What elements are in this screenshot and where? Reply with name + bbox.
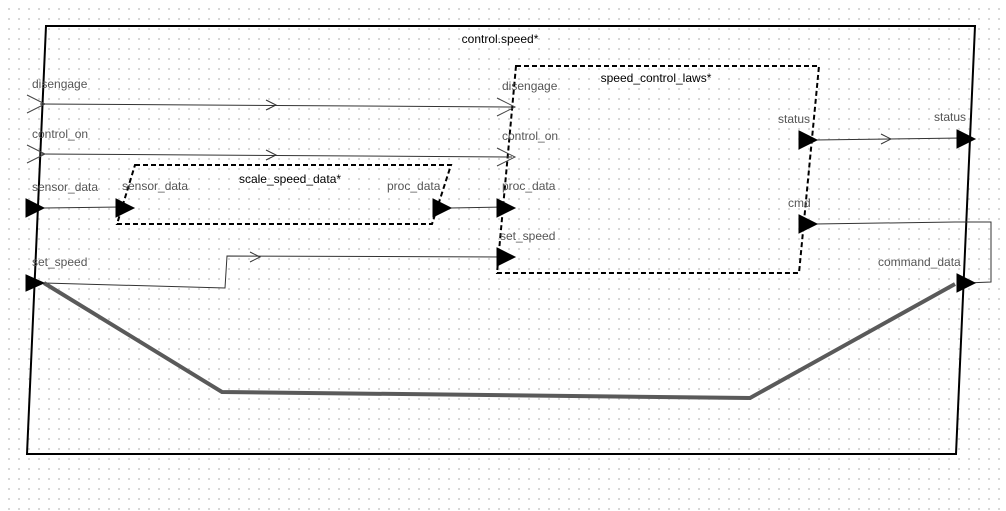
speed-control-laws-title: speed_control_laws*: [601, 71, 712, 85]
connection-status[interactable]: [814, 137, 963, 141]
label-scl-control-on: control_on: [502, 129, 558, 143]
label-command-data: command_data: [878, 255, 961, 269]
port-scl-disengage-icon[interactable]: [496, 97, 517, 117]
port-scl-proc-data-icon[interactable]: [496, 198, 517, 218]
connection-set-speed[interactable]: [43, 255, 506, 289]
control-speed-box[interactable]: [25, 25, 977, 455]
port-disengage-in-icon[interactable]: [26, 94, 47, 114]
port-scl-control-on-icon[interactable]: [496, 147, 517, 167]
flow-arrow-icon: [265, 149, 278, 161]
port-scl-set-speed-icon[interactable]: [496, 247, 517, 267]
label-ssd-sensor-data: sensor_data: [122, 179, 188, 193]
port-control-on-in-icon[interactable]: [26, 144, 47, 164]
label-control-on: control_on: [32, 127, 88, 141]
label-set-speed: set_speed: [32, 255, 87, 269]
label-disengage: disengage: [32, 77, 88, 91]
port-scl-status-icon[interactable]: [798, 130, 819, 150]
flow-path-set-speed-to-command-data[interactable]: [42, 281, 956, 401]
control-speed-title: control.speed*: [462, 32, 539, 46]
port-set-speed-in-icon[interactable]: [25, 274, 46, 292]
flow-arrow-icon: [265, 99, 278, 111]
connection-sensor-data[interactable]: [43, 206, 122, 209]
label-scl-proc-data: proc_data: [502, 179, 556, 193]
label-scl-set-speed: set_speed: [500, 229, 555, 243]
connection-cmd[interactable]: [814, 221, 992, 284]
label-ssd-proc-data: proc_data: [387, 179, 441, 193]
connection-proc-data[interactable]: [449, 206, 506, 209]
port-command-data-out-icon[interactable]: [956, 273, 977, 293]
scale-speed-data-title: scale_speed_data*: [239, 172, 341, 186]
label-sensor-data: sensor_data: [32, 180, 98, 194]
label-status-out: status: [934, 110, 966, 124]
flow-arrow-icon: [249, 251, 262, 263]
flow-arrow-icon: [880, 133, 893, 145]
label-scl-disengage: disengage: [502, 79, 558, 93]
port-ssd-sensor-data-icon[interactable]: [115, 198, 136, 218]
port-scl-cmd-icon[interactable]: [798, 214, 819, 234]
port-sensor-data-in-icon[interactable]: [25, 198, 46, 218]
port-ssd-proc-data-icon[interactable]: [432, 198, 453, 218]
label-scl-status: status: [778, 112, 810, 126]
port-status-out-icon[interactable]: [956, 129, 977, 149]
label-scl-cmd: cmd: [788, 196, 811, 210]
